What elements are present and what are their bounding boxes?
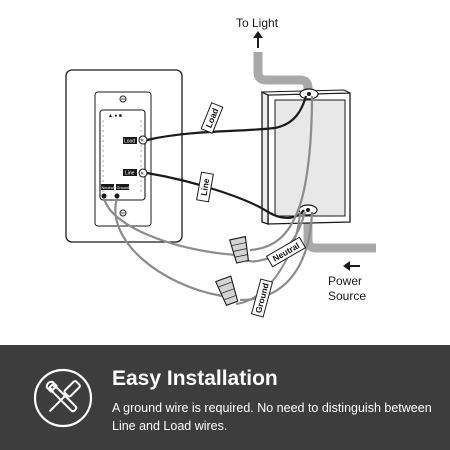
to-light-label: To Light — [236, 16, 279, 30]
terminal-load-label: Load — [124, 139, 135, 145]
junction-box — [261, 88, 351, 225]
switch-neutral-wire — [102, 197, 237, 257]
tools-icon — [33, 368, 93, 428]
source-neutral-wire — [244, 211, 307, 263]
svg-text:✕: ✕ — [140, 138, 144, 144]
terminal-ground-label: Ground — [117, 186, 130, 190]
load-wire — [146, 95, 308, 142]
power-source-label-line1: Power — [328, 274, 362, 288]
wire-nut-neutral — [228, 235, 249, 264]
wire-tag-load: Load — [200, 102, 224, 134]
conduit-to-light — [253, 52, 313, 96]
feature-banner: Easy Installation A ground wire is requi… — [0, 345, 450, 450]
banner-description: A ground wire is required. No need to di… — [112, 401, 432, 433]
arrow-up-icon — [253, 31, 263, 48]
power-source-label-line2: Source — [328, 289, 366, 303]
arrow-left-icon — [343, 261, 360, 271]
switch-ground-wire — [114, 197, 223, 298]
terminal-line-label: Line — [125, 171, 135, 177]
box-ground-wire-2 — [235, 211, 301, 305]
svg-text:✕: ✕ — [140, 171, 144, 177]
wire-tag-line: Line — [196, 171, 214, 203]
terminal-neutral-label: Neutral — [102, 186, 114, 190]
light-neutral-wire — [249, 95, 314, 252]
svg-text:▲ ● ■: ▲ ● ■ — [108, 113, 122, 119]
wire-nut-ground — [214, 275, 239, 307]
banner-title: Easy Installation — [112, 367, 278, 390]
smart-switch: ▲ ● ■ Load Line Neutral Ground ✕ ✕ — [99, 109, 148, 201]
wire-tag-line-text: Line — [199, 177, 212, 196]
wire-tag-ground: Ground — [250, 278, 274, 318]
wiring-diagram: ▲ ● ■ Load Line Neutral Ground ✕ ✕ — [65, 16, 376, 318]
